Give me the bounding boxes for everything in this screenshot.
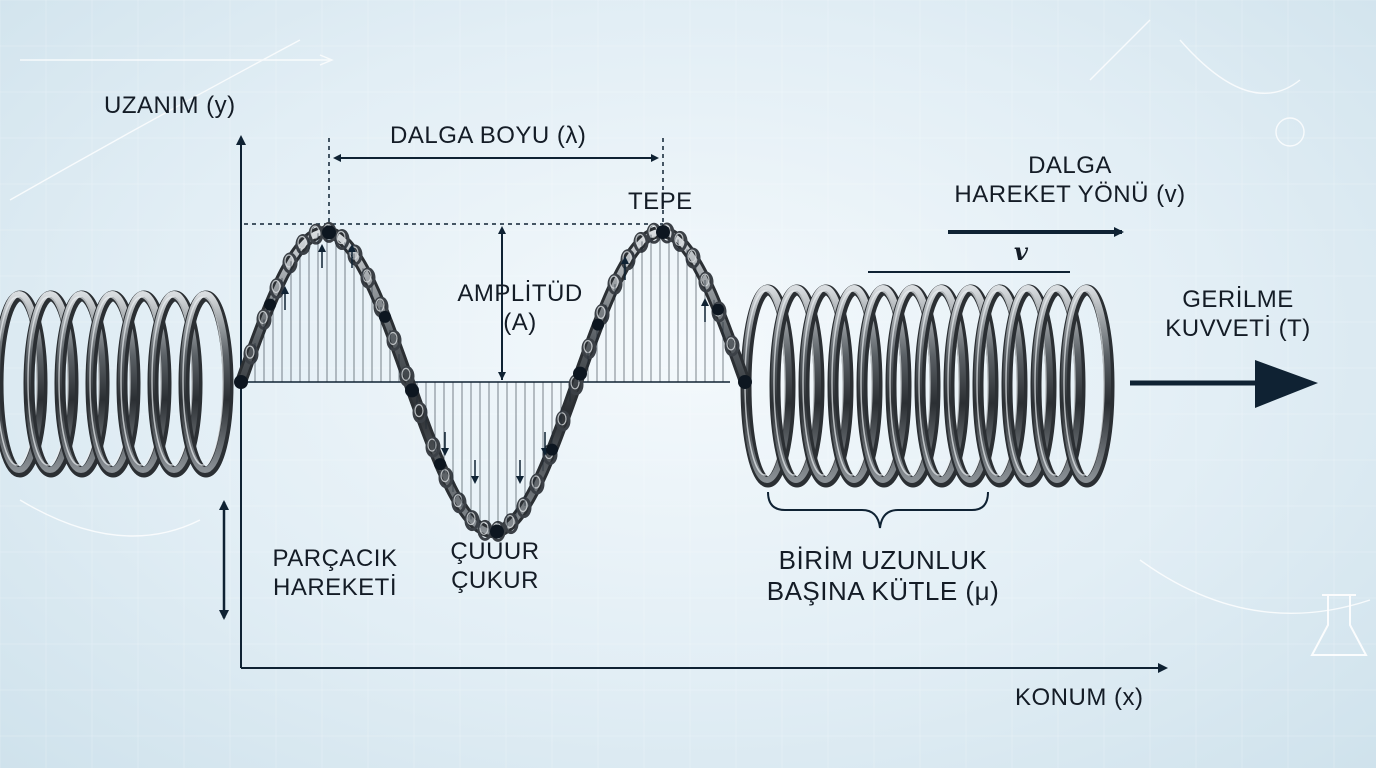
spring-compressed-right bbox=[740, 284, 1115, 488]
wave-coil bbox=[243, 343, 259, 365]
wavelength-indicator bbox=[244, 138, 664, 225]
linear-density-label-line2: BAŞINA KÜTLE (μ) bbox=[766, 576, 1000, 607]
wave-coil bbox=[724, 335, 740, 357]
particle-motion-label-line2: HAREKETİ bbox=[272, 573, 398, 601]
velocity-symbol: v bbox=[1014, 237, 1029, 266]
particle-motion-label-line1: PARÇACIK bbox=[272, 545, 398, 572]
wave-coil bbox=[360, 267, 376, 289]
x-axis-label: KONUM (x) bbox=[1015, 684, 1144, 711]
wave-coil bbox=[451, 492, 467, 514]
particle-dot bbox=[434, 458, 446, 471]
linear-density-label-line1: BİRİM UZUNLUK bbox=[778, 545, 988, 575]
tension-arrow bbox=[1130, 360, 1318, 408]
wave-coil bbox=[529, 473, 545, 495]
wave-direction-arrow bbox=[868, 227, 1124, 273]
graph-doodle-icon bbox=[9, 19, 1371, 614]
particle-dot bbox=[322, 225, 336, 240]
tension-label-line1: GERİLME bbox=[1182, 286, 1294, 313]
tension-label: GERİLME KUVVETİ (T) bbox=[1148, 286, 1328, 344]
linear-density-brace bbox=[767, 491, 989, 529]
wave-coil bbox=[464, 510, 480, 532]
linear-density-label: BİRİM UZUNLUK BAŞINA KÜTLE (μ) bbox=[728, 545, 1038, 607]
amplitude-label: AMPLİTÜD (A) bbox=[445, 280, 595, 338]
particle-dot bbox=[264, 298, 276, 311]
y-axis-label: UZANIM (y) bbox=[104, 92, 236, 119]
wavelength-label: DALGA BOYU (λ) bbox=[390, 122, 587, 149]
wave-coil bbox=[438, 467, 454, 489]
wave-coil bbox=[425, 436, 441, 458]
wave-direction-label-line2: HAREKET YÖNÜ (v) bbox=[954, 180, 1186, 208]
particle-dot bbox=[592, 318, 604, 331]
particle-dot bbox=[738, 375, 752, 389]
tension-label-line2: KUVVETİ (T) bbox=[1165, 314, 1311, 342]
amplitude-label-line2: (A) bbox=[503, 308, 537, 336]
particle-dot bbox=[234, 375, 248, 389]
particle-dot bbox=[490, 524, 504, 539]
axes bbox=[236, 135, 1168, 673]
wave-coil bbox=[633, 231, 649, 253]
wave-coil bbox=[555, 410, 571, 432]
wave-coil bbox=[503, 513, 519, 535]
particle-dot bbox=[656, 225, 670, 240]
wave-coil bbox=[516, 496, 532, 518]
wave-direction-label-line1: DALGA bbox=[1028, 152, 1112, 179]
wave-coil bbox=[399, 365, 415, 387]
particle-motion-label: PARÇACIK HAREKETİ bbox=[255, 545, 415, 603]
particle-dot bbox=[379, 310, 391, 323]
wave-coil bbox=[386, 329, 402, 351]
spring-compressed-left bbox=[0, 290, 234, 478]
wave-direction-label: DALGA HAREKET YÖNÜ (v) bbox=[920, 152, 1220, 210]
trough-label-line2: ÇUKUR bbox=[451, 566, 539, 594]
particle-velocity-arrows bbox=[254, 232, 724, 532]
particle-dot bbox=[712, 303, 724, 316]
wave-coil bbox=[282, 252, 298, 274]
particle-dot bbox=[573, 366, 587, 381]
trough-label: ÇUUUR ÇUKUR bbox=[425, 538, 565, 596]
crest-label: TEPE bbox=[628, 188, 693, 215]
wave-coil bbox=[581, 338, 597, 360]
particle-dot bbox=[405, 383, 419, 398]
wave-coil bbox=[698, 271, 714, 293]
particle-dot bbox=[546, 443, 558, 456]
trough-label-line1: ÇUUUR bbox=[450, 538, 540, 565]
amplitude-label-line1: AMPLİTÜD bbox=[457, 280, 583, 307]
flask-icon bbox=[1310, 594, 1368, 656]
wave-coil bbox=[672, 230, 688, 252]
wave-particle-dots bbox=[234, 225, 752, 539]
